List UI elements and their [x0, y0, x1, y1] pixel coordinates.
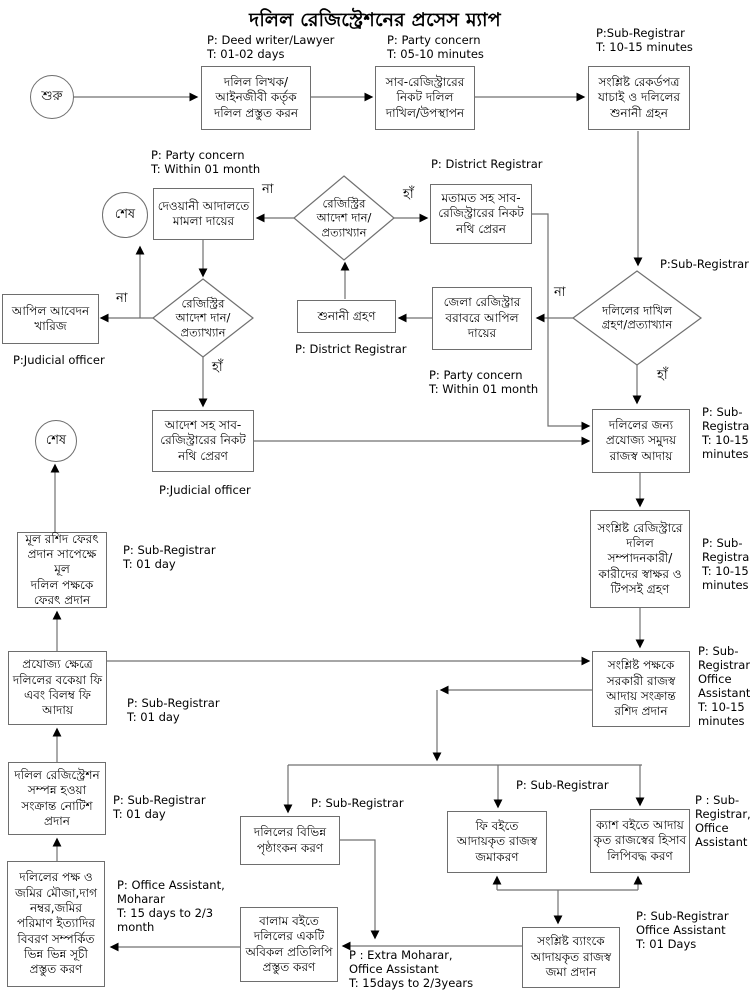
node-fee-book: ফি বইতে আদায়কৃত রাজস্ব জমাকরণ — [447, 811, 547, 873]
annotation-cash-book: P : Sub- Registrar, Office Assistant — [695, 793, 750, 850]
annotation-appeal-dismissed: P:Judicial officer — [13, 353, 105, 367]
edge-label-no-lower: না — [116, 291, 128, 306]
annotation-return-original: P: Sub-Registrar T: 01 day — [123, 543, 216, 572]
node-cash-book: ক্যাশ বইতে আদায় কৃত রাজস্বের হিসাব লিপি… — [590, 809, 690, 873]
terminator-end-top: শেষ — [102, 192, 148, 238]
edge-label-yes-accept: হাঁ — [657, 368, 668, 383]
node-appeal-district: জেলা রেজিস্ট্রার বরাবরে আপিল দায়ের — [432, 287, 532, 350]
annotation-due-fees: P: Sub-Registrar T: 01 day — [127, 696, 220, 725]
node-opinion-forward: মতামত সহ সাব- রেজিস্ট্রারের নিকট নথি প্র… — [430, 184, 532, 244]
annotation-hearing: P: District Registrar — [295, 342, 407, 356]
annotation-endorsement: P: Sub-Registrar — [311, 796, 404, 810]
diamond-registrar-order-lower — [152, 278, 254, 358]
annotation-bank-deposit: P: Sub-Registrar Office Assistant T: 01 … — [636, 909, 729, 952]
edge-label-no-accept: না — [554, 285, 566, 300]
annotation-collect-revenue: P: Sub- Registrar T: 10-15 minutes — [702, 405, 750, 462]
node-verify-records: সংশ্লিষ্ট রেকর্ডপত্র যাচাই ও দলিলের শুনা… — [588, 66, 690, 130]
node-signatures: সংশ্লিষ্ট রেজিস্ট্রারে দলিল সম্পাদনকারী/… — [590, 510, 690, 608]
edge-lines — [50, 84, 648, 952]
diamond-label-registrar-order-lower: রেজিস্ট্রির আদেশ দান/ প্রত্যাখ্যান — [175, 296, 231, 340]
annotation-receipt: P: Sub- Registrar, Office Assistant T: 1… — [698, 644, 750, 729]
node-completion-notice: দলিল রেজিস্ট্রেশন সম্পন্ন হওয়া সংক্রান্… — [8, 762, 106, 835]
edge-label-no-upper: না — [262, 182, 274, 197]
annotation-indexes: P: Office Assistant, Moharar T: 15 days … — [117, 878, 225, 935]
diamond-registrar-order-upper — [293, 175, 395, 261]
annotation-submit-deed: P: Party concern T: 05-10 minutes — [387, 33, 484, 62]
node-receipt: সংশ্লিষ্ট পক্ষকে সরকারী রাজস্ব আদায় সংক… — [592, 651, 690, 727]
diamond-label-registrar-order-upper: রেজিস্ট্রির আদেশ দান/ প্রত্যাখ্যান — [316, 196, 372, 240]
annotation-signatures: P: Sub- Registrar T: 10-15 minutes — [702, 536, 750, 593]
node-hearing: শুনানী গ্রহণ — [297, 300, 396, 333]
node-due-fees: প্রযোজ্য ক্ষেত্রে দলিলের বকেয়া ফি এবং ব… — [8, 651, 107, 725]
annotation-fee-book: P: Sub-Registrar — [516, 778, 609, 792]
node-order-forward: আদেশ সহ সাব- রেজিস্ট্রারের নিকট নথি প্রে… — [152, 410, 254, 472]
annotation-deed-accept: P:Sub-Registrar — [660, 257, 749, 271]
terminator-start: শুরু — [30, 75, 74, 119]
node-submit-deed: সাব-রেজিস্ট্রারের নিকট দলিল দাখিল/উপস্থা… — [375, 66, 475, 130]
node-balam-copy: বালাম বইতে দলিলের একটি অবিকল প্রতিলিপি প… — [240, 907, 338, 982]
annotation-completion-notice: P: Sub-Registrar T: 01 day — [113, 793, 206, 822]
diamond-deed-accept — [571, 270, 703, 366]
node-prepare-deed: দলিল লিখক/ আইনজীবী কর্তৃক দলিল প্রস্তুত … — [201, 66, 311, 130]
edge-label-yes-lower: হাঁ — [212, 360, 223, 375]
node-indexes: দলিলের পক্ষ ও জমির মৌজা,দাগ নম্বর,জমির প… — [7, 861, 105, 987]
node-appeal-dismissed: আপিল আবেদন খারিজ — [2, 294, 99, 344]
annotation-prepare-deed: P: Deed writer/Lawyer T: 01-02 days — [207, 33, 335, 62]
annotation-balam-copy: P : Extra Moharar, Office Assistant T: 1… — [349, 948, 474, 990]
annotation-appeal-district: P: Party concern T: Within 01 month — [429, 368, 539, 397]
node-endorsement: দলিলের বিভিন্ন পৃষ্ঠাংকন করণ — [240, 816, 340, 865]
annotation-verify-records: P:Sub-Registrar T: 10-15 minutes — [596, 26, 693, 55]
decision-diamonds — [152, 175, 703, 366]
node-return-original: মূল রশিদ ফেরৎ প্রদান সাপেক্ষে মূল দলিল প… — [17, 532, 107, 608]
diamond-label-deed-accept: দলিলের দাখিল গ্রহণ/প্রত্যাখ্যান — [601, 303, 673, 332]
edge-label-yes-upper: হাঁ — [403, 187, 414, 202]
node-civil-court: দেওয়ানী আদালতে মামলা দায়ের — [153, 188, 254, 240]
node-bank-deposit: সংশ্লিষ্ট ব্যাংকে আদায়কৃত রাজস্ব জমা প্… — [522, 927, 620, 988]
annotation-civil-court: P: Party concern T: Within 01 month — [151, 148, 261, 177]
page-title: দলিল রেজিস্ট্রেশনের প্রসেস ম্যাপ — [249, 9, 501, 31]
annotation-order-forward: P:Judicial officer — [159, 483, 251, 497]
terminator-end-left: শেষ — [35, 420, 77, 462]
node-collect-revenue: দলিলের জন্য প্রযোজ্য সমুদয় রাজস্ব আদায় — [592, 409, 690, 473]
annotation-opinion-forward: P: District Registrar — [431, 157, 543, 171]
